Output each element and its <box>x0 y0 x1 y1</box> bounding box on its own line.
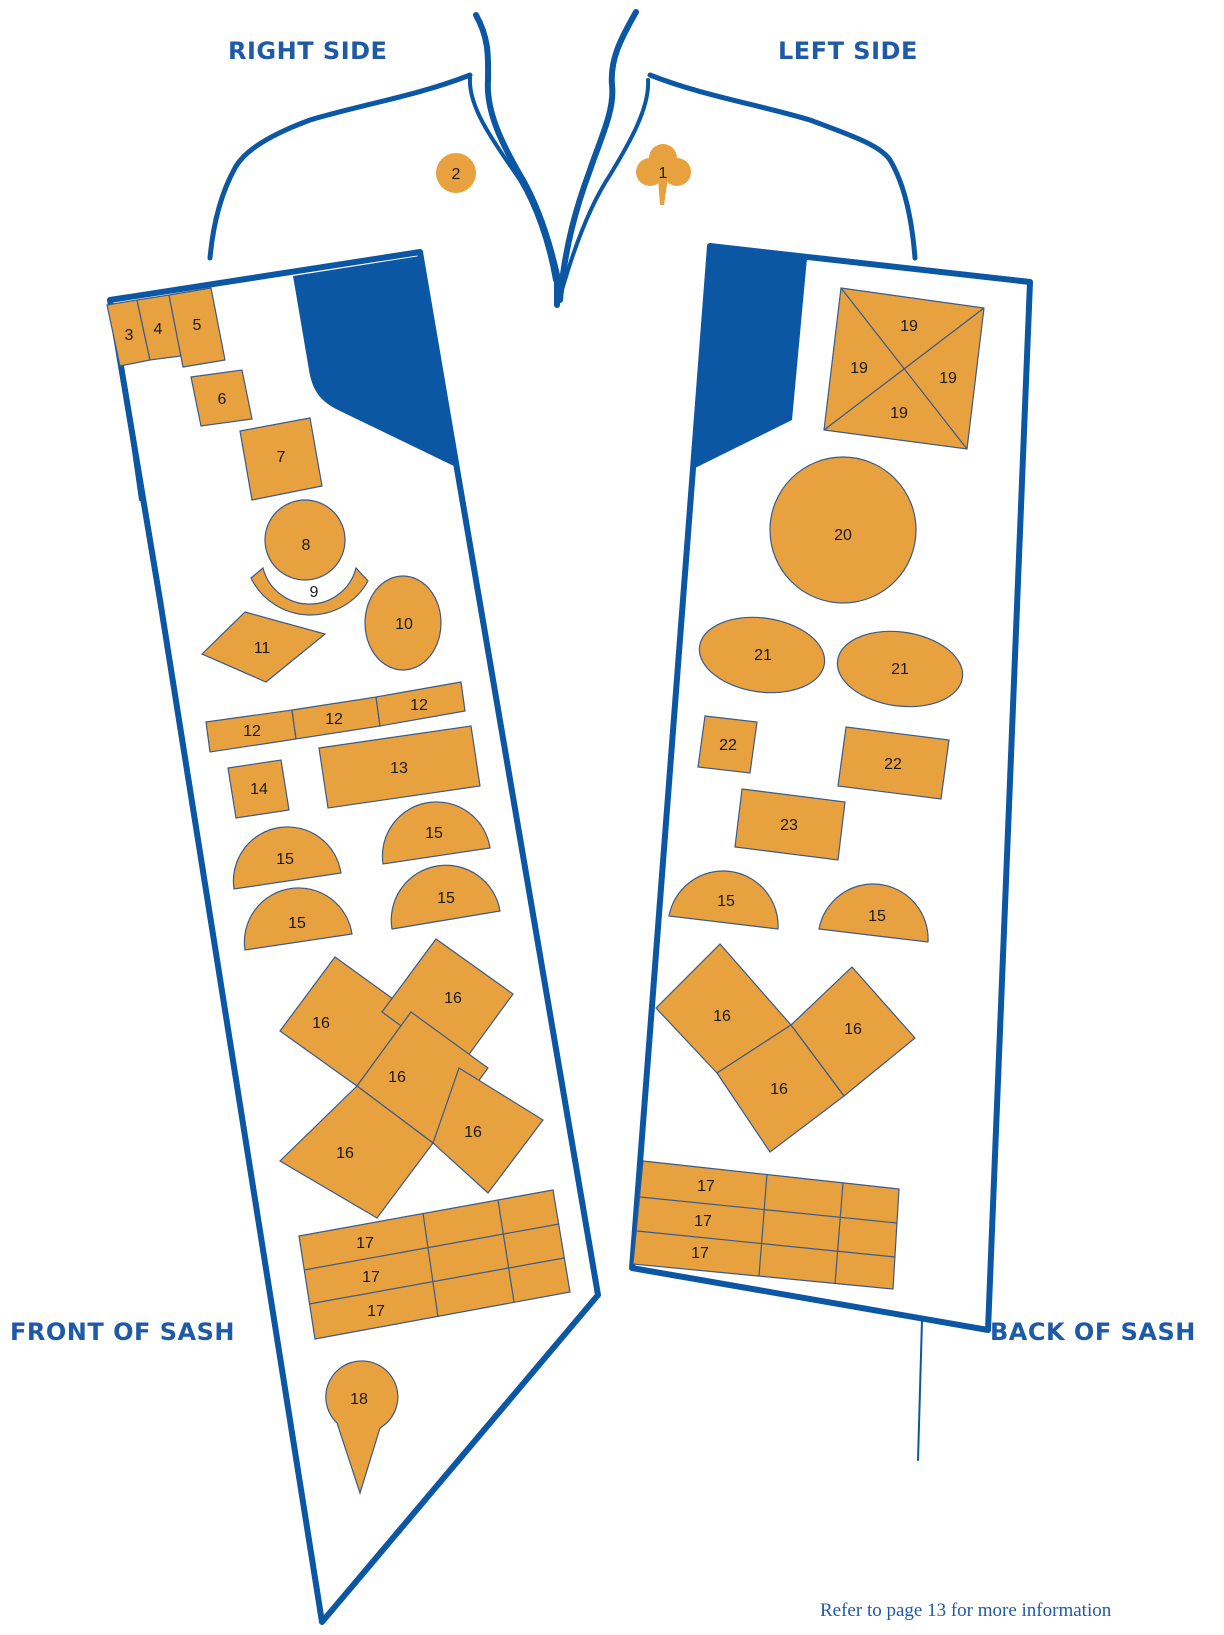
badge-8-label: 8 <box>302 537 311 554</box>
badge-19-label-top: 19 <box>900 318 918 335</box>
badge-16-back-b-label: 16 <box>844 1021 862 1038</box>
badge-17-back-a-label: 17 <box>697 1178 715 1195</box>
badge-17-front-b-label: 17 <box>362 1269 380 1286</box>
badge-18-label: 18 <box>350 1391 368 1408</box>
badge-17-back-c-label: 17 <box>691 1245 709 1262</box>
badge-16-front-b-label: 16 <box>444 990 462 1007</box>
badge-14: 14 <box>228 760 289 818</box>
right-side-heading: RIGHT SIDE <box>228 37 387 65</box>
badge-17-front-a-label: 17 <box>356 1235 374 1252</box>
badge-23-label: 23 <box>780 817 798 834</box>
badge-4-label: 4 <box>154 321 163 338</box>
badge-23: 23 <box>735 789 845 860</box>
left-body-edge <box>918 1320 922 1460</box>
badge-12-label-c: 12 <box>410 697 428 714</box>
badge-20-label: 20 <box>834 527 852 544</box>
badge-15-back-a-label: 15 <box>717 893 735 910</box>
right-shoulder <box>210 75 470 258</box>
left-side-heading: LEFT SIDE <box>778 37 918 65</box>
badge-16-back-c-label: 16 <box>770 1081 788 1098</box>
badge-12-label-a: 12 <box>243 723 261 740</box>
badge-19-square: 19 19 19 19 <box>824 288 984 449</box>
badge-10-label: 10 <box>395 616 413 633</box>
left-collar-fold <box>562 80 648 290</box>
badge-20: 20 <box>770 457 916 603</box>
badge-17-front-c-label: 17 <box>367 1303 385 1320</box>
badge-2: 2 <box>436 153 476 193</box>
badge-8: 8 <box>265 500 345 580</box>
badge-12-label-b: 12 <box>325 711 343 728</box>
badge-15-front-a-label: 15 <box>276 851 294 868</box>
badge-16-front-c-label: 16 <box>388 1069 406 1086</box>
badge-7-label: 7 <box>277 449 286 466</box>
front-of-sash-heading: FRONT OF SASH <box>10 1318 235 1346</box>
right-collar-fold <box>470 78 555 280</box>
badge-15-front-b-label: 15 <box>425 825 443 842</box>
badge-9-label: 9 <box>310 584 319 601</box>
badge-14-label: 14 <box>250 781 268 798</box>
badge-1-label: 1 <box>659 165 668 182</box>
badge-6-label: 6 <box>218 391 227 408</box>
badge-2-label: 2 <box>452 166 461 183</box>
badge-21-b-label: 21 <box>891 661 909 678</box>
badge-15-back-b-label: 15 <box>868 908 886 925</box>
badge-5-label: 5 <box>193 317 202 334</box>
badge-10: 10 <box>365 576 441 670</box>
back-of-sash-heading: BACK OF SASH <box>990 1318 1196 1346</box>
badge-7: 7 <box>240 418 322 500</box>
badge-22-b: 22 <box>838 727 949 799</box>
badge-22-a: 22 <box>698 716 757 773</box>
badge-22-a-label: 22 <box>719 737 737 754</box>
badge-22-b-label: 22 <box>884 756 902 773</box>
badge-19-label-bottom: 19 <box>890 405 908 422</box>
badge-16-front-a-label: 16 <box>312 1015 330 1032</box>
left-collar-edge <box>476 15 557 305</box>
badge-21-a-label: 21 <box>754 647 772 664</box>
badge-13-label: 13 <box>390 760 408 777</box>
badge-15-front-d-label: 15 <box>437 890 455 907</box>
badge-3-label: 3 <box>125 327 134 344</box>
badge-16-front-e-label: 16 <box>336 1145 354 1162</box>
badge-19-label-right: 19 <box>939 370 957 387</box>
badge-19-label-left: 19 <box>850 360 868 377</box>
badge-6: 6 <box>191 370 252 426</box>
badge-17-back-b-label: 17 <box>694 1213 712 1230</box>
badge-16-back-a-label: 16 <box>713 1008 731 1025</box>
badge-15-front-c-label: 15 <box>288 915 306 932</box>
footnote: Refer to page 13 for more information <box>820 1600 1111 1622</box>
badge-16-front-d-label: 16 <box>464 1124 482 1141</box>
badge-11-label: 11 <box>254 640 271 657</box>
badge-1-trefoil-icon: 1 <box>636 144 691 205</box>
